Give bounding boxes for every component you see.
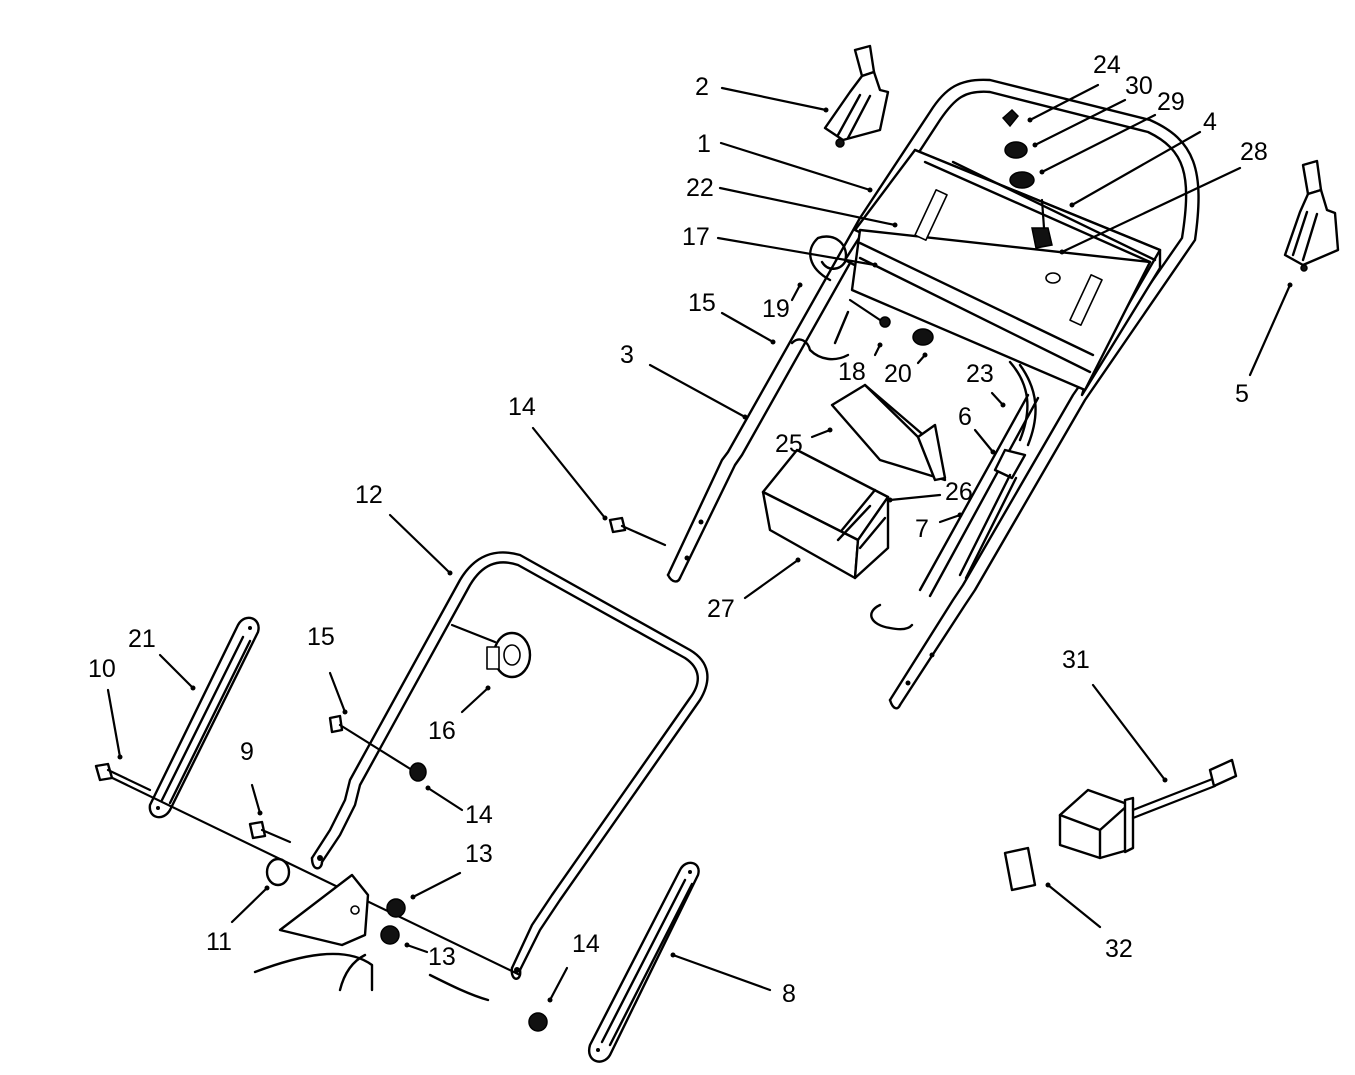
callout-33: 31 xyxy=(1062,646,1090,674)
ignition-parts xyxy=(1001,108,1053,249)
callout-14b: 14 xyxy=(572,930,600,958)
handle-brace-right-shape xyxy=(587,861,700,1063)
callout-2: 2 xyxy=(695,73,709,101)
knob-shape xyxy=(450,623,532,679)
callout-3: 3 xyxy=(620,341,634,369)
cable-shape xyxy=(958,360,1037,580)
leader-lines xyxy=(106,83,1293,1003)
deck-bracket xyxy=(253,873,490,1002)
upper-handle xyxy=(666,78,1200,710)
hairpin-lower xyxy=(870,603,914,631)
battery-bracket-shape xyxy=(830,383,947,482)
callout-13b: 13 xyxy=(428,943,456,971)
callout-13a: 13 xyxy=(465,840,493,868)
callout-19: 17 xyxy=(682,223,710,251)
callout-26: 24 xyxy=(1093,51,1121,79)
bolts-and-nuts xyxy=(94,516,667,1032)
callout-labels: 2 1 22 17 19 15 3 18 20 23 6 25 26 7 27 … xyxy=(88,51,1268,1008)
callout-12: 12 xyxy=(355,481,383,509)
callout-7: 7 xyxy=(915,515,929,543)
battery-shape xyxy=(761,448,890,580)
callout-10: 10 xyxy=(88,655,116,683)
clip-21-shape xyxy=(809,235,848,282)
handle-brace-left-shape xyxy=(148,616,260,819)
callout-31: 29 xyxy=(1157,88,1185,116)
callout-23: 21 xyxy=(128,625,156,653)
control-panel xyxy=(843,148,1162,397)
screw-nut-20-22 xyxy=(833,298,934,346)
callout-18: 16 xyxy=(428,717,456,745)
lower-handle-shape xyxy=(310,551,709,980)
callout-17: 15 xyxy=(688,289,716,317)
callout-5: 5 xyxy=(1235,380,1249,408)
callout-22: 20 xyxy=(884,360,912,388)
callout-21: 19 xyxy=(762,295,790,323)
callout-20: 18 xyxy=(838,358,866,386)
shift-lever-left-shape xyxy=(823,44,890,148)
callout-34: 32 xyxy=(1105,935,1133,963)
callout-28: 26 xyxy=(945,478,973,506)
callout-11: 11 xyxy=(206,928,232,956)
callout-16: 14 xyxy=(508,393,536,421)
callout-8: 8 xyxy=(782,980,796,1008)
callout-27: 25 xyxy=(775,430,803,458)
callout-32: 30 xyxy=(1125,72,1153,100)
charger-shape xyxy=(1003,758,1238,892)
callout-6: 6 xyxy=(958,403,972,431)
callout-29: 27 xyxy=(707,595,735,623)
callout-1: 1 xyxy=(697,130,711,158)
callout-15: 15 xyxy=(307,623,335,651)
callout-9: 9 xyxy=(240,738,254,766)
callout-24: 22 xyxy=(686,174,714,202)
hairpin-17-shape xyxy=(790,338,850,361)
callout-30: 28 xyxy=(1240,138,1268,166)
callout-25: 23 xyxy=(966,360,994,388)
shift-lever-right-shape xyxy=(1283,159,1340,272)
callout-14a: 14 xyxy=(465,801,493,829)
callout-4: 4 xyxy=(1203,108,1217,136)
